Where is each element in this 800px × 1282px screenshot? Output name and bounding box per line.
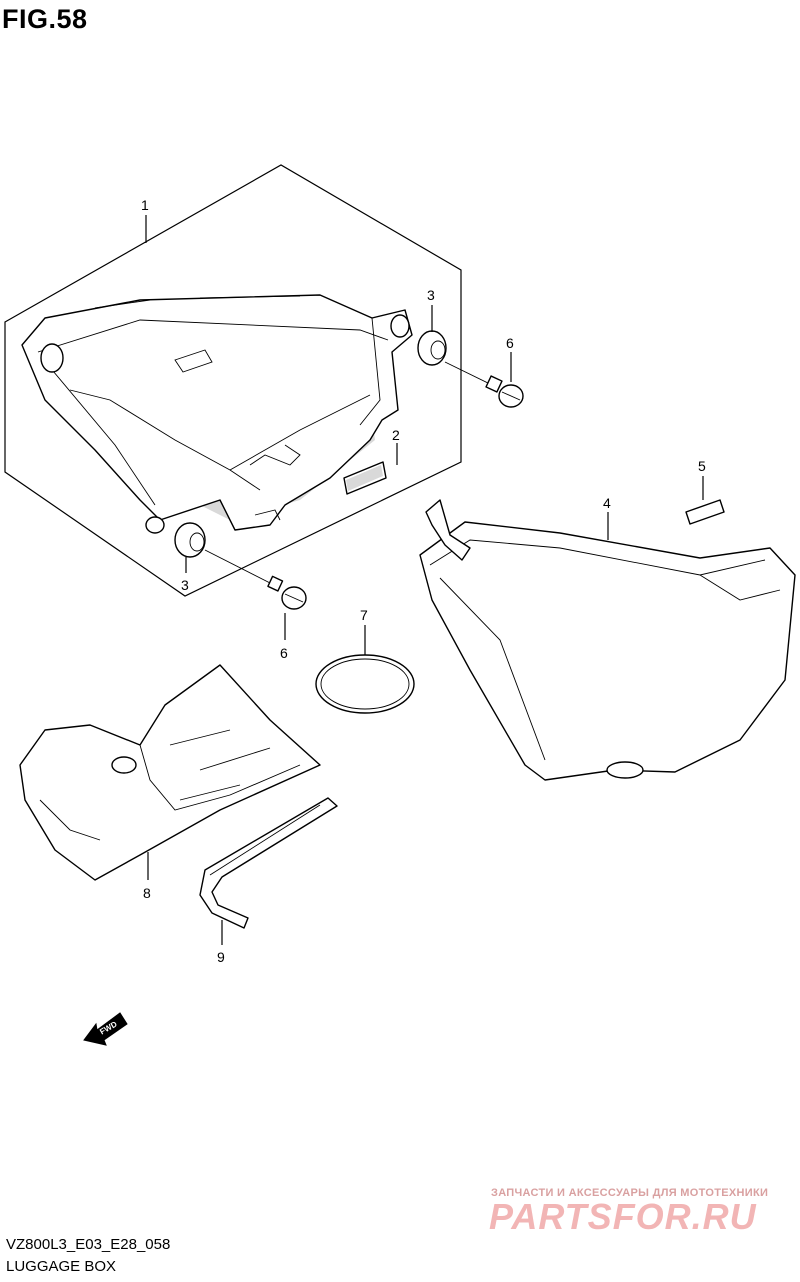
part-3-grommet-lower (174, 522, 206, 558)
part-4-side-cover (419, 499, 796, 781)
fwd-arrow-icon: FWD (83, 1012, 128, 1046)
callout-2: 2 (392, 427, 400, 443)
callout-7: 7 (360, 607, 368, 623)
figure-title: FIG.58 (2, 4, 88, 34)
callout-3-upper: 3 (427, 287, 435, 303)
callout-6-upper: 6 (506, 335, 514, 351)
part-6-bolt-lower (204, 549, 307, 610)
watermark-site: PARTSFOR.RU (489, 1196, 757, 1237)
callout-8: 8 (143, 885, 151, 901)
callout-3-lower: 3 (181, 577, 189, 593)
part-3-grommet-upper (417, 330, 447, 366)
part-9-hex-wrench (199, 797, 338, 929)
diagram-caption: LUGGAGE BOX (6, 1258, 117, 1275)
callout-4: 4 (603, 495, 611, 511)
leader-lines (145, 215, 704, 945)
part-1-group-frame (4, 164, 462, 597)
callout-1: 1 (141, 197, 149, 213)
part-8-tool-bag (19, 664, 321, 881)
callout-6-lower: 6 (280, 645, 288, 661)
part-6-bolt-upper (444, 361, 524, 408)
callout-5: 5 (698, 458, 706, 474)
callout-9: 9 (217, 949, 225, 965)
luggage-box-body (21, 294, 413, 534)
watermark-tagline: ЗАПЧАСТИ И АКСЕССУАРЫ ДЛЯ МОТОТЕХНИКИ (491, 1187, 769, 1199)
diagram-code: VZ800L3_E03_E28_058 (6, 1236, 171, 1253)
part-5-label (685, 499, 725, 525)
part-7-o-ring (315, 654, 415, 714)
